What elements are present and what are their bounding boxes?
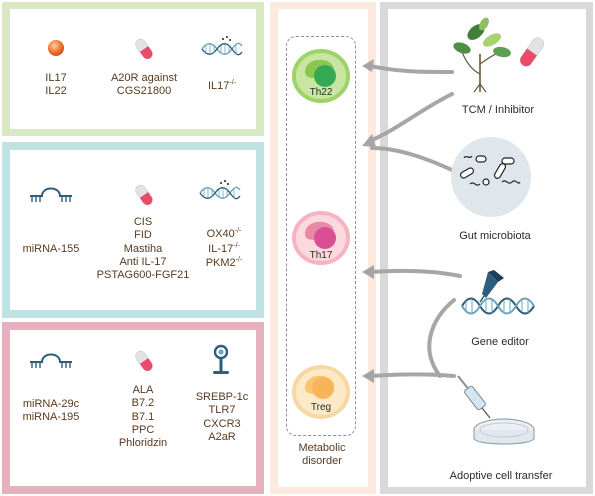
treg-cell-icon [292, 365, 350, 419]
arrow-tcm-to-th22 [368, 64, 454, 74]
th17-cell-icon [292, 211, 350, 265]
dna-helix-icon [201, 36, 243, 56]
panel3-item3-line4: A2aR [208, 431, 236, 443]
arrow-head-th17 [362, 265, 374, 279]
panel-cytokines-inner [10, 9, 256, 129]
panel2-ko1-name: OX40 [206, 228, 235, 240]
metabolic-dashed-box [286, 36, 356, 436]
panel2-ko2-name: IL-17 [208, 243, 234, 255]
panel1-item1-line1: IL17 [45, 72, 67, 84]
rna-hairpin-icon [30, 353, 72, 368]
metabolic-caption-line1: Metabolic [298, 442, 346, 454]
panel2-ko3-sup: -/- [235, 256, 243, 264]
panel1-ko-name: IL17 [207, 80, 230, 92]
arrow-head-treg [362, 369, 374, 383]
bacteria-dish-icon [451, 137, 531, 217]
panel2-ko3-name: PKM2 [205, 257, 236, 269]
panel1-item1-line2: IL22 [45, 85, 67, 97]
panel3-item3-line1: SREBP-1c [195, 391, 249, 403]
th17-label: Th17 [309, 250, 333, 261]
th22-label: Th22 [309, 87, 333, 98]
treg-label: Treg [310, 402, 332, 413]
panel3-item2-line2: B7.2 [131, 397, 155, 409]
panel1-item3-ko: IL17-/- [196, 79, 248, 93]
capsule-icon [135, 184, 153, 206]
arrow-head-th17-upper [362, 134, 376, 147]
right-column-inner [388, 9, 586, 487]
panel-mirna-29c-inner [10, 330, 256, 486]
panel2-ko-2: IL-17-/- [196, 242, 252, 256]
arrow-gene-to-treg [427, 298, 456, 378]
panel2-item2-line4: Anti IL-17 [119, 256, 167, 268]
panel2-ko-3: PKM2-/- [196, 256, 252, 270]
panel3-item3-line2: TLR7 [208, 404, 236, 416]
th22-cell-icon [292, 49, 350, 103]
panel2-item2-line5: PSTAG600-FGF21 [96, 269, 190, 281]
tcm-inhibitor-label: TCM / Inhibitor [461, 104, 535, 116]
panel2-ko1-sup: -/- [234, 227, 242, 235]
panel2-item1-line1: miRNA-155 [22, 243, 80, 255]
gene-editor-icon [461, 270, 535, 315]
capsule-icon [135, 350, 153, 372]
panel3-item1-line1: miRNA-29c [22, 398, 80, 410]
arrow-head-th22 [362, 59, 374, 72]
panel3-item2-line1: ALA [132, 384, 154, 396]
panel3-item2-line4: PPC [131, 424, 155, 436]
panel2-item2-line2: FID [134, 229, 152, 241]
receptor-icon [213, 344, 229, 374]
arrow-gene-to-th17 [370, 268, 462, 278]
capsule-icon [135, 38, 153, 60]
panel3-item3-line3: CXCR3 [203, 418, 241, 430]
panel3-item1-line2: miRNA-195 [22, 411, 80, 423]
petri-dish-syringe-icon [457, 375, 535, 445]
panel2-item2-line3: Mastiha [123, 243, 163, 255]
metabolic-caption-line2: disorder [302, 455, 342, 467]
panel2-ko-1: OX40-/- [196, 227, 252, 241]
dna-helix-icon [199, 180, 241, 200]
panel2-ko2-sup: -/- [233, 242, 240, 250]
panel1-ko-sup: -/- [229, 79, 237, 87]
panel2-item2-line1: CIS [133, 216, 153, 228]
gut-microbiota-label: Gut microbiota [459, 230, 531, 242]
panel1-item2-line2: CGS21800 [116, 85, 172, 97]
arrow-adoptive-to-treg [370, 372, 456, 378]
panel-mirna-155-inner [10, 150, 256, 310]
orange-sphere-icon [48, 40, 64, 56]
panel3-item2-line3: B7.1 [131, 411, 155, 423]
gene-editor-label: Gene editor [471, 336, 529, 348]
plant-and-capsule-icon [453, 17, 545, 93]
adoptive-transfer-label: Adoptive cell transfer [449, 470, 553, 482]
panel1-item2-line1: A20R against [110, 72, 178, 84]
arrow-tcm-to-th17 [370, 92, 454, 142]
rna-hairpin-icon [30, 187, 72, 202]
arrow-microbiota-to-middle [370, 146, 454, 172]
panel3-item2-line5: Phloridzin [118, 437, 168, 449]
